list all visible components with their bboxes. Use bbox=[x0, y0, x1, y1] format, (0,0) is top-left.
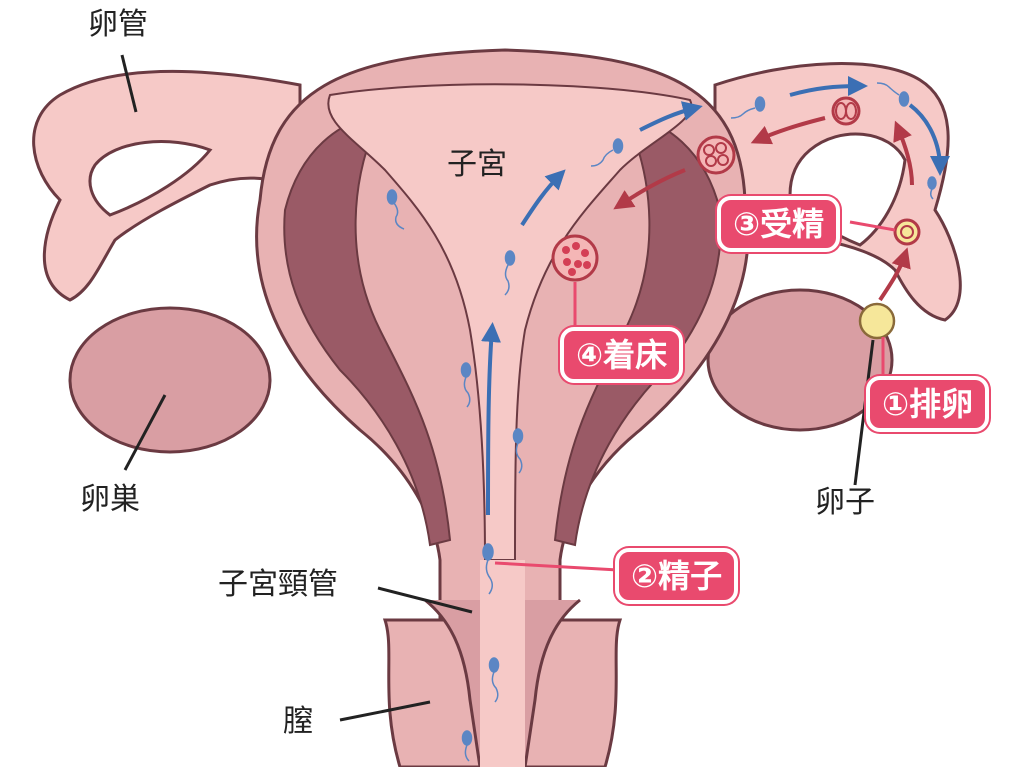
tag-fertilization: ③受精 bbox=[717, 196, 840, 252]
label-ovary: 卵巣 bbox=[80, 485, 140, 515]
label-cervix: 子宮頸管 bbox=[218, 570, 338, 600]
label-oviduct: 卵管 bbox=[88, 10, 148, 40]
egg-fertilized bbox=[895, 220, 919, 244]
embryo-2cell bbox=[833, 98, 859, 124]
embryo-morula bbox=[698, 137, 734, 173]
embryo-blastocyst bbox=[553, 236, 597, 280]
tag-implantation: ④着床 bbox=[560, 327, 683, 383]
tag-ovulation: ①排卵 bbox=[866, 376, 989, 432]
label-egg: 卵子 bbox=[815, 488, 875, 518]
vaginal-canal bbox=[480, 560, 525, 767]
egg-ovulated bbox=[860, 304, 894, 338]
label-vagina: 膣 bbox=[283, 707, 313, 737]
left-ovary bbox=[70, 308, 270, 452]
label-uterus: 子宮 bbox=[447, 150, 507, 180]
tag-sperm: ②精子 bbox=[615, 548, 738, 604]
